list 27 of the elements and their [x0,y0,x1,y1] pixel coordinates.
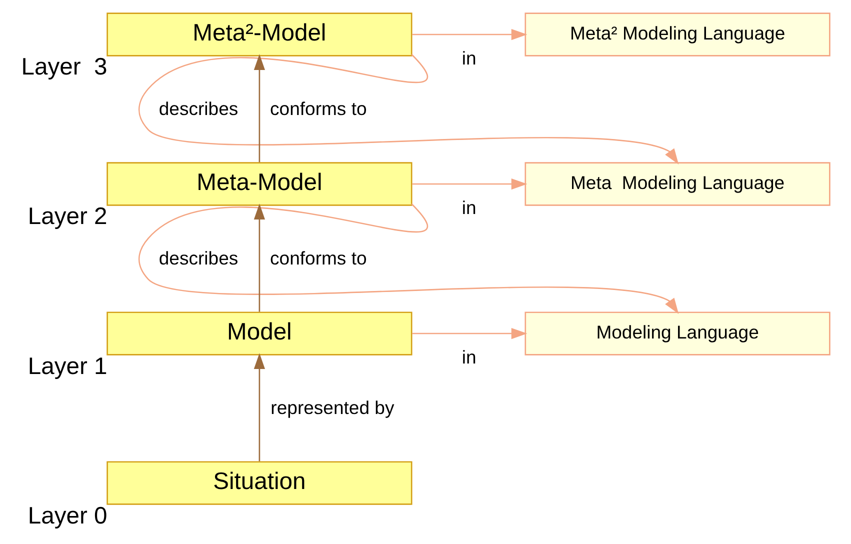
arrow [254,353,266,462]
edge-label: in [462,197,476,218]
arrow [138,54,679,164]
node-box: Meta-Model [106,162,412,206]
node-label: Layer 0 [28,502,108,530]
node-box: Situation [106,461,412,505]
edge-label: represented by [270,396,394,418]
arrow [412,328,528,340]
arrow [412,178,528,190]
node-box: Modeling Language [524,312,830,356]
node-box: Model [106,312,412,356]
edge-label: conforms to [270,98,367,119]
edge-label: in [462,346,476,368]
node-label: Layer 3 [21,54,108,81]
arrow [254,54,266,162]
edge-label: describes [158,247,238,268]
edge-label: in [462,48,476,69]
node-label: Layer 1 [28,352,108,380]
arrow [138,203,679,314]
edge-label: conforms to [270,247,367,268]
node-label: Layer 2 [28,203,108,230]
node-box: Meta Modeling Language [524,162,830,206]
node-box: Meta² Modeling Language [524,12,830,56]
node-box: Meta²-Model [106,12,412,56]
edge-label: describes [158,98,238,119]
arrow [254,204,266,312]
arrow [412,28,528,40]
